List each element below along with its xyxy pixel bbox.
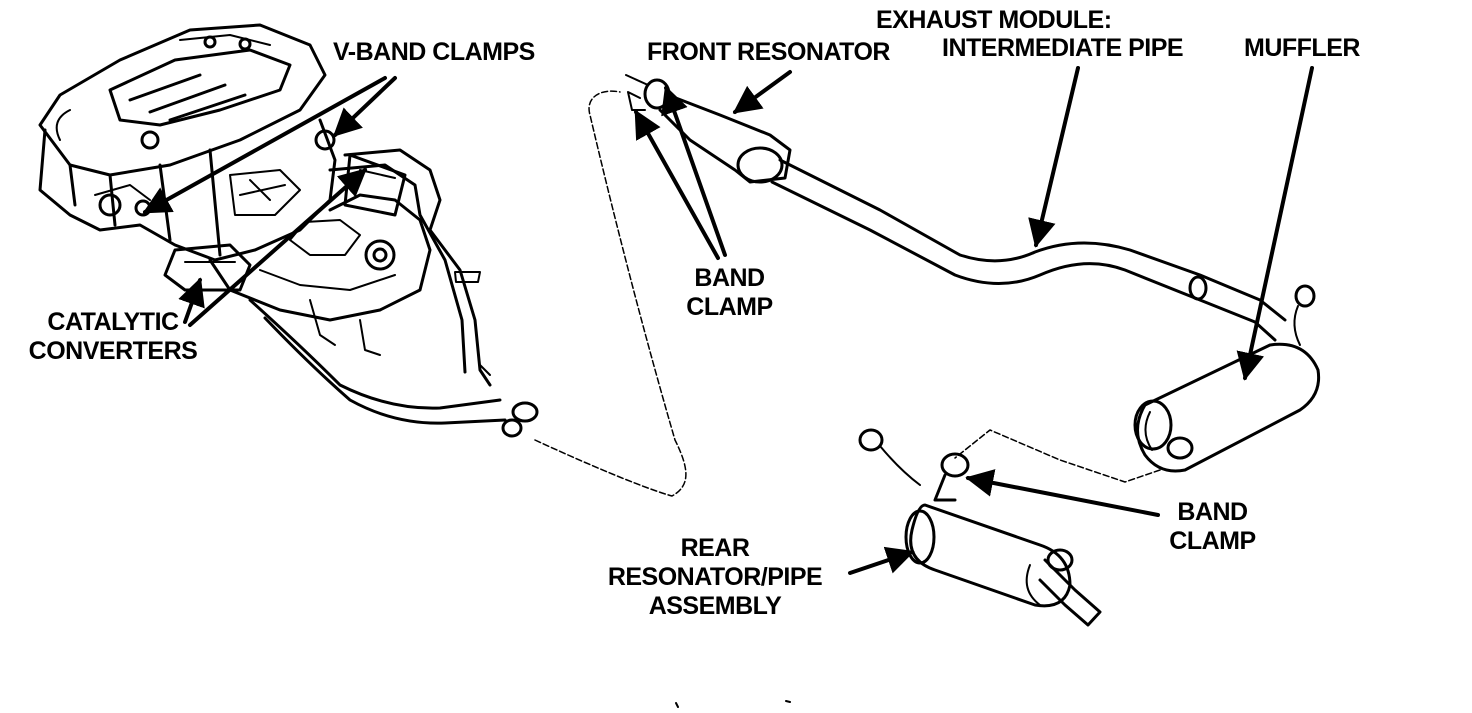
- arrow-band-clamp-front-a: [661, 85, 727, 257]
- arrow-catalytic-left: [178, 277, 205, 324]
- arrow-rear-resonator: [848, 546, 915, 575]
- arrow-v-band-right: [332, 76, 397, 137]
- arrow-intermediate-pipe: [1028, 66, 1080, 248]
- label-band-clamp-front: BAND CLAMP: [686, 264, 773, 321]
- engine-assembly: [38, 23, 539, 438]
- connection-line-front: [534, 90, 687, 497]
- label-muffler: MUFFLER: [1244, 34, 1360, 62]
- front-resonator-pipe: [625, 74, 1316, 346]
- rear-resonator-assembly: [858, 428, 1102, 627]
- scan-specks: [675, 700, 791, 708]
- label-rear-resonator-pipe-assembly: REAR RESONATOR/PIPE ASSEMBLY: [607, 534, 823, 620]
- muffler: [1133, 342, 1321, 473]
- arrow-v-band-left: [142, 76, 387, 214]
- label-v-band-clamps: V-BAND CLAMPS: [333, 38, 535, 66]
- arrow-band-clamp-rear: [965, 469, 1160, 517]
- label-front-resonator: FRONT RESONATOR: [647, 38, 890, 66]
- label-band-clamp-rear: BAND CLAMP: [1169, 498, 1256, 555]
- arrow-catalytic-right: [188, 168, 368, 327]
- label-exhaust-module: EXHAUST MODULE:: [876, 6, 1112, 34]
- label-catalytic-converters: CATALYTIC CONVERTERS: [28, 308, 198, 365]
- label-intermediate-pipe: INTERMEDIATE PIPE: [942, 34, 1184, 62]
- arrow-band-clamp-front-b: [634, 109, 720, 260]
- arrow-front-resonator: [732, 70, 792, 114]
- connection-line-rear: [954, 429, 1161, 483]
- leader-arrows: [142, 66, 1314, 575]
- arrow-muffler: [1236, 66, 1314, 381]
